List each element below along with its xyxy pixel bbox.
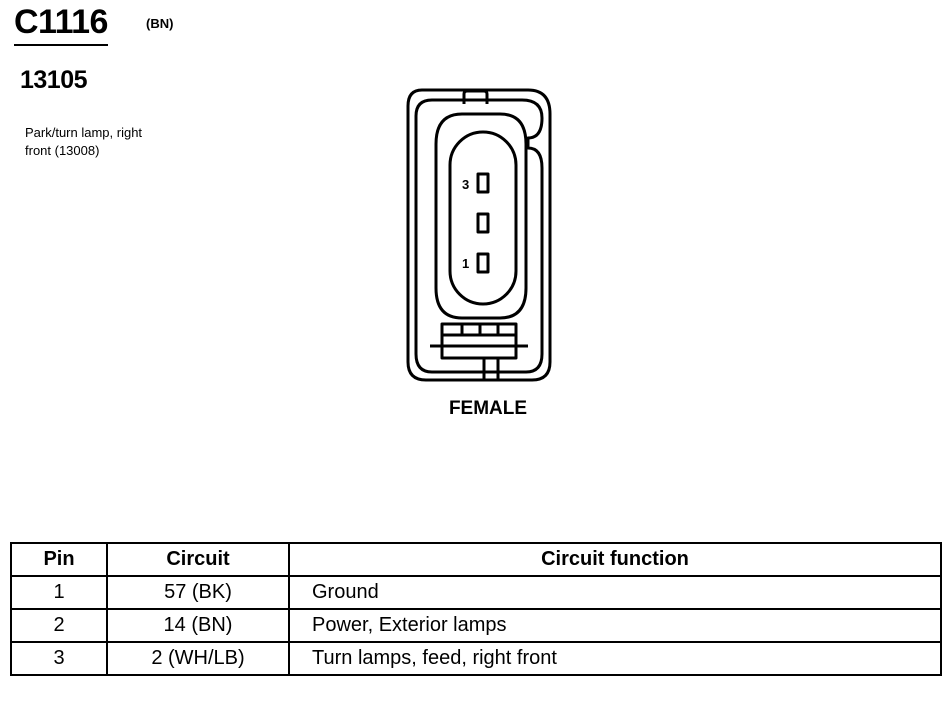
- table-row: 2 14 (BN) Power, Exterior lamps: [10, 608, 942, 643]
- cell-circuit: 14 (BN): [106, 608, 290, 643]
- cell-circuit: 2 (WH/LB): [106, 641, 290, 676]
- pin-label-1: 1: [462, 256, 470, 271]
- cell-circuit: 57 (BK): [106, 575, 290, 610]
- seal-outer: [434, 112, 528, 320]
- table-row: 3 2 (WH/LB) Turn lamps, feed, right fron…: [10, 641, 942, 676]
- pinout-table: Pin Circuit Circuit function 1 57 (BK) G…: [10, 542, 942, 676]
- cell-function: Ground: [288, 575, 942, 610]
- table-row: 1 57 (BK) Ground: [10, 575, 942, 610]
- connector-id: C1116: [14, 2, 108, 46]
- connector-face-diagram: [406, 88, 552, 382]
- header-circuit: Circuit: [106, 542, 290, 577]
- locking-tab: [462, 89, 489, 104]
- cell-function: Turn lamps, feed, right front: [288, 641, 942, 676]
- pin-terminal-1: [476, 252, 490, 274]
- pin-terminal-2: [476, 212, 490, 234]
- connector-gender-label: FEMALE: [448, 398, 528, 419]
- table-header-row: Pin Circuit Circuit function: [10, 542, 942, 577]
- connector-color-code: (BN): [146, 16, 174, 31]
- housing-inner: [414, 98, 544, 374]
- pin-cavity: [448, 130, 518, 306]
- cell-pin: 1: [10, 575, 108, 610]
- description-line-1: Park/turn lamp, right: [25, 125, 143, 140]
- cell-pin: 3: [10, 641, 108, 676]
- pin-label-3: 3: [462, 177, 470, 192]
- cell-function: Power, Exterior lamps: [288, 608, 942, 643]
- pin-terminal-3: [476, 172, 490, 194]
- part-number: 13105: [20, 66, 88, 94]
- component-description: Park/turn lamp, right front (13008): [25, 124, 225, 160]
- header-pin: Pin: [10, 542, 108, 577]
- cell-pin: 2: [10, 608, 108, 643]
- housing-outer: [406, 88, 552, 382]
- header-circuit-function: Circuit function: [288, 542, 942, 577]
- description-line-2: front (13008): [25, 143, 100, 158]
